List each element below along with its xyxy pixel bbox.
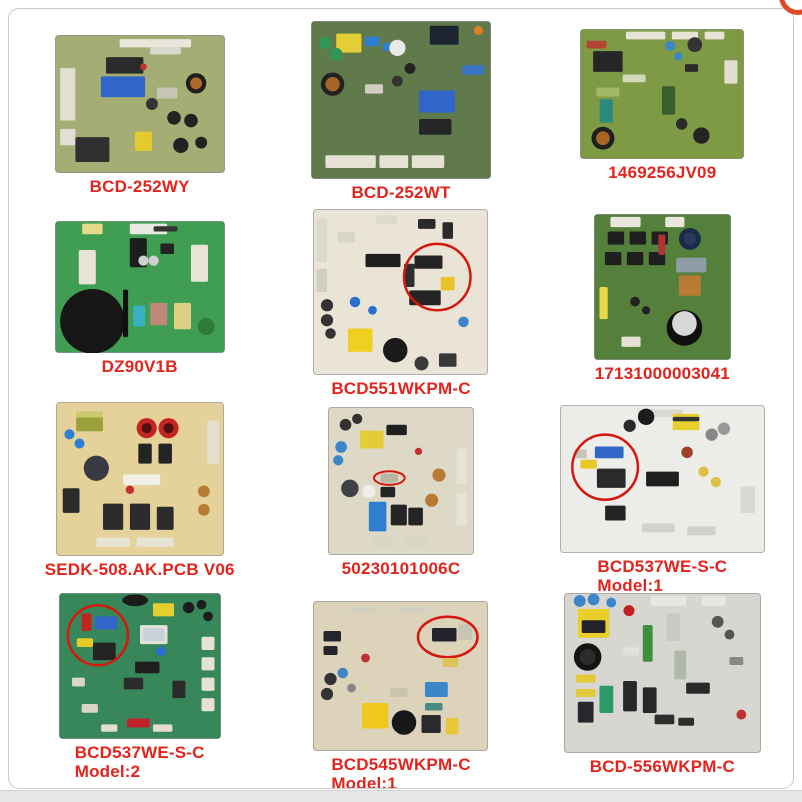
pcb-board-illustration xyxy=(310,21,491,179)
product-label: BCD537WE-S-C xyxy=(74,743,205,762)
product-photo xyxy=(54,199,225,353)
product-label: BCD-252WY xyxy=(89,177,190,196)
product-label: BCD551WKPM-C xyxy=(331,379,471,398)
product-label: BCD-556WKPM-C xyxy=(589,757,735,776)
product-model: Model:2 xyxy=(74,762,141,781)
product-photo xyxy=(580,9,745,159)
product-photo xyxy=(54,9,225,173)
product-label: SEDK-508.AK.PCB V06 xyxy=(44,560,235,579)
pcb-board-illustration xyxy=(593,214,731,360)
pcb-board-illustration xyxy=(313,601,489,751)
product-photo xyxy=(327,397,474,555)
product-photo xyxy=(58,593,221,739)
product-photo xyxy=(593,199,731,360)
product-tile-bcd-556wkpm-c[interactable]: BCD-556WKPM-C xyxy=(532,593,793,788)
product-photo xyxy=(55,397,224,556)
pcb-board-illustration xyxy=(54,221,225,353)
pcb-board-illustration xyxy=(559,405,765,553)
product-label: DZ90V1B xyxy=(101,357,178,376)
product-tile-17131000003041[interactable]: 17131000003041 xyxy=(532,199,793,397)
product-tile-bcd537we-model2[interactable]: BCD537WE-S-C Model:2 xyxy=(9,593,270,788)
product-grid: BCD-252WY BCD-252WT 1469256JV09 DZ90V1B xyxy=(9,9,793,788)
product-tile-bcd551wkpm-c[interactable]: BCD551WKPM-C xyxy=(270,199,531,398)
product-tile-50230101006c[interactable]: 50230101006C xyxy=(270,397,531,593)
product-tile-bcd537we-model1[interactable]: BCD537WE-S-C Model:1 xyxy=(532,397,793,595)
pcb-board-illustration xyxy=(58,593,221,739)
product-label: BCD537WE-S-C xyxy=(597,557,728,576)
pcb-board-illustration xyxy=(327,407,474,555)
pcb-board-illustration xyxy=(313,209,489,375)
pcb-board-illustration xyxy=(54,35,225,173)
bottom-strip xyxy=(0,790,802,802)
product-photo xyxy=(310,9,491,179)
product-tile-bcd-252wt[interactable]: BCD-252WT xyxy=(270,9,531,202)
product-photo xyxy=(313,593,489,751)
product-label: BCD545WKPM-C xyxy=(331,755,471,774)
pcb-board-illustration xyxy=(563,593,761,753)
product-model: Model:1 xyxy=(597,576,663,595)
product-label: 1469256JV09 xyxy=(608,163,717,182)
product-tile-bcd-252wy[interactable]: BCD-252WY xyxy=(9,9,270,199)
product-photo xyxy=(563,593,761,753)
product-photo xyxy=(313,199,489,375)
product-label: BCD-252WT xyxy=(351,183,451,202)
product-tile-sedk-508[interactable]: SEDK-508.AK.PCB V06 xyxy=(9,397,270,593)
pcb-board-illustration xyxy=(55,402,224,556)
product-label: 17131000003041 xyxy=(594,364,730,383)
product-tile-bcd545wkpm-c[interactable]: BCD545WKPM-C Model:1 xyxy=(270,593,531,789)
product-photo xyxy=(559,397,765,553)
pcb-board-illustration xyxy=(580,29,745,159)
product-tile-dz90v1b[interactable]: DZ90V1B xyxy=(9,199,270,397)
page-card: BCD-252WY BCD-252WT 1469256JV09 DZ90V1B xyxy=(8,8,794,789)
product-model: Model:1 xyxy=(331,774,397,789)
product-tile-1469256jv09[interactable]: 1469256JV09 xyxy=(532,9,793,199)
product-label: 50230101006C xyxy=(341,559,461,578)
